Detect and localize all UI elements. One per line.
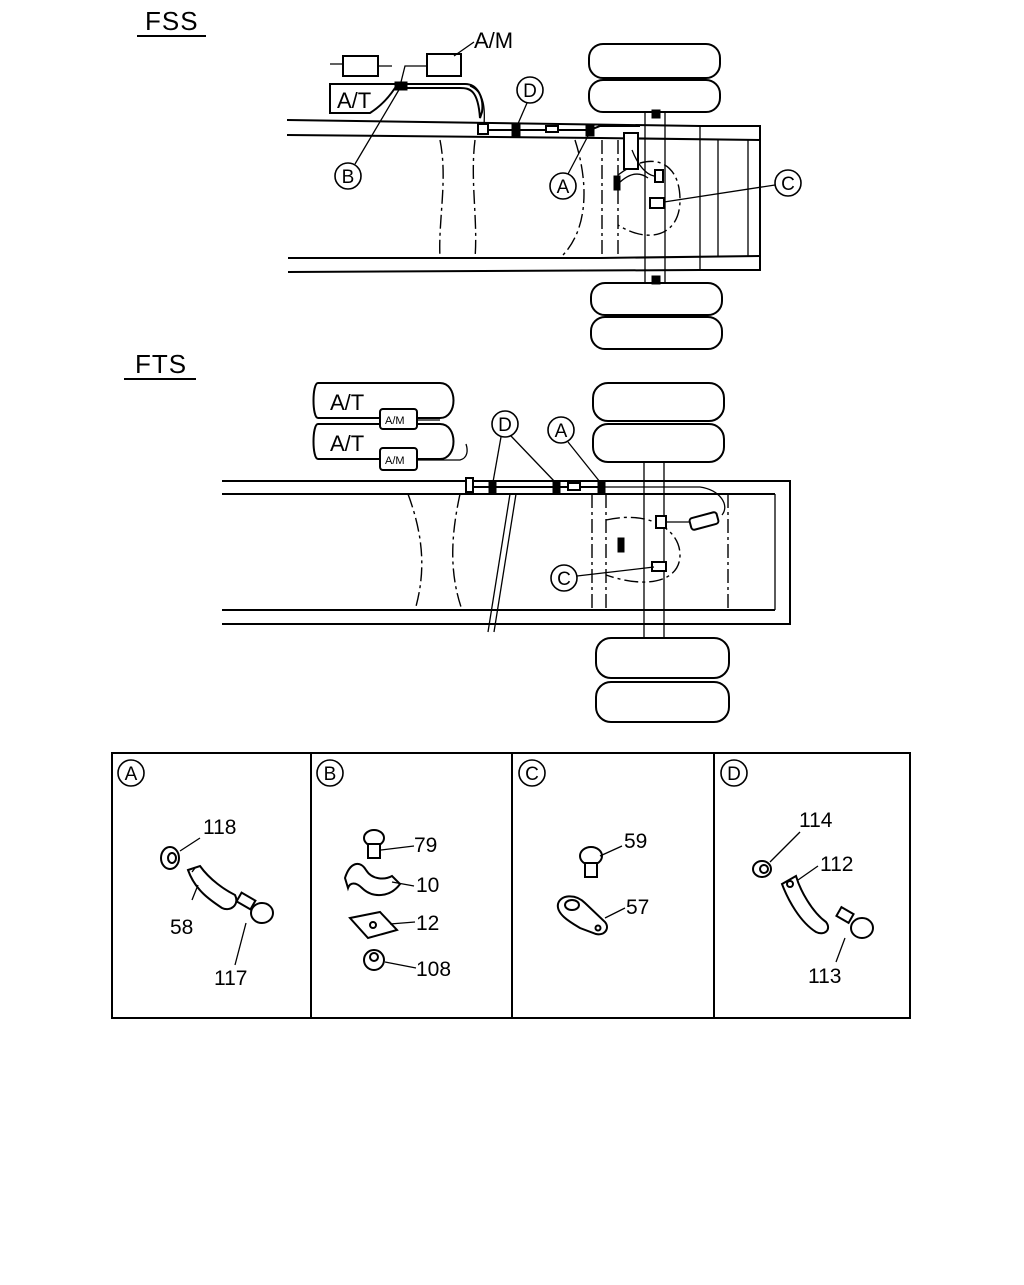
fts-am-label-1: A/M [385,415,405,427]
svg-text:B: B [324,764,337,785]
fss-callout-d: D [516,76,544,127]
part-label-108: 108 [416,958,451,981]
fss-clip-c [649,197,665,209]
part-label-59: 59 [624,830,647,853]
svg-text:D: D [727,764,741,785]
svg-text:A: A [557,177,570,198]
fts-tire-front-1 [592,382,725,422]
part-59-bolt [579,845,623,878]
fss-clip-d [511,123,521,137]
part-label-118: 118 [203,816,236,839]
detail-panel-b: B 79 10 12 108 [316,759,451,981]
svg-text:D: D [523,81,537,102]
fts-at-label-2: A/T [330,431,364,456]
panel-b-badge: B [316,759,344,787]
part-label-117: 117 [214,967,247,990]
fts-am-valve-1 [379,408,418,430]
fts-tire-rear-2 [595,681,730,723]
svg-text:C: C [525,764,539,785]
fts-tire-rear-1 [595,637,730,679]
fts-clip-a [597,481,606,494]
panel-a-badge: A [117,759,145,787]
detail-panel-a: A 118 58 117 [117,759,274,990]
fts-tanks [312,382,468,471]
part-57-clip [556,895,626,936]
fts-junction [655,515,667,529]
fts-am-label-2: A/M [385,455,405,467]
part-58-clip [186,864,238,911]
part-label-79: 79 [414,834,437,857]
fss-tire-rear-1 [590,282,723,316]
svg-text:A: A [555,421,568,442]
part-118-nut [160,837,201,870]
panel-c-badge: C [518,759,546,787]
part-12-plate [348,910,416,940]
fts-callout-c: C [550,564,655,592]
part-label-114: 114 [799,809,833,832]
fts-clip-d1 [488,481,497,494]
detail-panel-d: D 114 112 113 [720,759,874,988]
part-label-12: 12 [416,912,439,935]
part-114-nut [752,831,801,878]
part-label-113: 113 [808,965,841,988]
part-79-bolt [363,829,415,859]
fss-tire-rear-2 [590,316,723,350]
fts-frame [222,480,791,633]
panel-d-badge: D [720,759,748,787]
detail-panel-c: C 59 57 [518,759,649,936]
svg-text:C: C [781,174,795,195]
fss-callout-a: A [549,133,590,200]
part-label-112: 112 [820,853,853,876]
part-108-nut [363,949,417,971]
fss-section: FSS [137,6,802,350]
svg-text:C: C [557,569,571,590]
fss-valve-left [342,55,379,77]
fts-tire-front-2 [592,423,725,463]
fss-am-label: A/M [474,28,513,53]
fts-clip-c [651,561,667,572]
fss-callout-c: C [663,169,802,203]
fss-at-label: A/T [337,88,371,113]
fts-at-label-1: A/T [330,390,364,415]
part-112-bracket [780,865,830,935]
fss-callout-b: B [334,87,401,190]
fss-valve-am [426,53,462,77]
fts-clip-d2 [552,481,561,494]
part-label-58: 58 [170,916,193,939]
fss-tire-front-1 [588,43,721,79]
fts-at-tank-1 [312,382,455,419]
svg-text:A: A [125,764,138,785]
part-113-bolt [835,905,874,963]
fts-am-valve-2 [379,447,418,471]
svg-text:D: D [498,415,512,436]
fts-callout-a: A [547,416,601,483]
part-117-bolt [234,891,274,966]
fss-frame [286,119,761,273]
fts-title: FTS [135,349,187,379]
fts-brake-line [465,477,726,572]
fss-brake-line [329,53,665,209]
fss-title: FSS [145,6,199,36]
fts-axle [592,382,730,723]
fss-tire-front-2 [588,79,721,113]
fts-callout-d: D [491,410,556,483]
part-10-clamp [343,862,415,896]
fss-clip-a [585,123,595,137]
fss-junction [623,132,639,170]
part-label-10: 10 [416,874,439,897]
fts-section: FTS [124,349,791,723]
fts-at-tank-2 [312,423,455,460]
part-label-57: 57 [626,896,649,919]
detail-panels: A 118 58 117 [111,752,911,1019]
fss-axle [588,43,723,350]
svg-text:B: B [342,167,355,188]
